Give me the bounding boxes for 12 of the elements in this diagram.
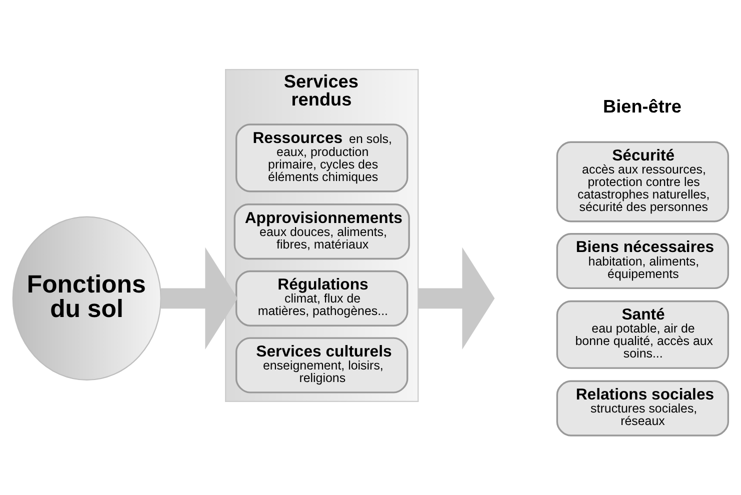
- node-box: Sécurité accès aux ressources, protection contre les catastrophes naturelles, sécurité des personnes: [556, 140, 730, 222]
- node-box: Biens nécessaires habitation, aliments, équipements: [556, 232, 730, 289]
- node-circle: Fonctions du sol: [12, 216, 162, 380]
- node-box: Ressources en sols, eaux, production primaire, cycles des éléments chimiques: [235, 123, 408, 192]
- arrow: [161, 246, 238, 350]
- node-box: Services culturels enseignement, loisirs, religions: [235, 336, 408, 393]
- node-box: Régulations climat, flux de matières, pathogènes...: [235, 270, 408, 326]
- label: Bien-être: [603, 96, 682, 116]
- node-box: Approvisionnements eaux douces, aliments, fibres, matériaux: [234, 203, 410, 260]
- node-box: Santé eau potable, air de bonne qualité, accès aux soins...: [556, 300, 730, 368]
- arrow: [418, 246, 495, 350]
- node-box: Relations sociales structures sociales, réseaux: [556, 380, 730, 436]
